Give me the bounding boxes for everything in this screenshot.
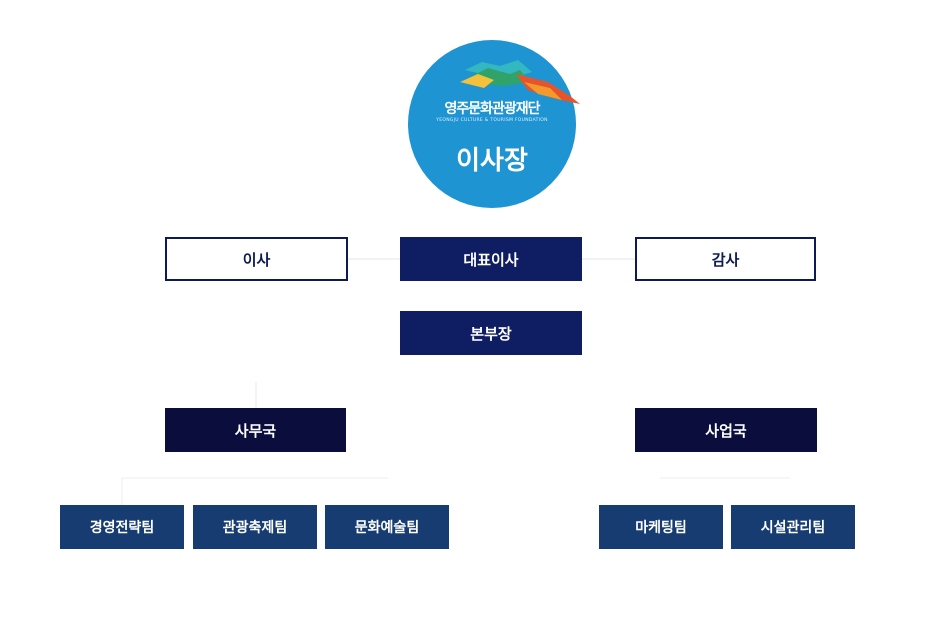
team-facility-management: 시설관리팀: [731, 505, 855, 549]
director-box: 이사: [165, 237, 348, 281]
chairman-label: 이사장: [456, 146, 528, 176]
auditor-box: 감사: [635, 237, 816, 281]
team-culture-arts: 문화예술팀: [325, 505, 449, 549]
logo-name: 영주문화관광재단: [444, 101, 540, 117]
logo-subtitle: YEONGJU CULTURE & TOURISM FOUNDATION: [436, 118, 548, 123]
team-marketing: 마케팅팀: [599, 505, 723, 549]
team-tourism-festival: 관광축제팀: [193, 505, 317, 549]
business-bureau-box: 사업국: [635, 408, 817, 452]
office-bureau-box: 사무국: [165, 408, 346, 452]
team-management-strategy: 경영전략팀: [60, 505, 184, 549]
foundation-logo-icon: [460, 60, 580, 104]
head-box: 본부장: [400, 311, 582, 355]
ceo-box: 대표이사: [400, 237, 582, 281]
